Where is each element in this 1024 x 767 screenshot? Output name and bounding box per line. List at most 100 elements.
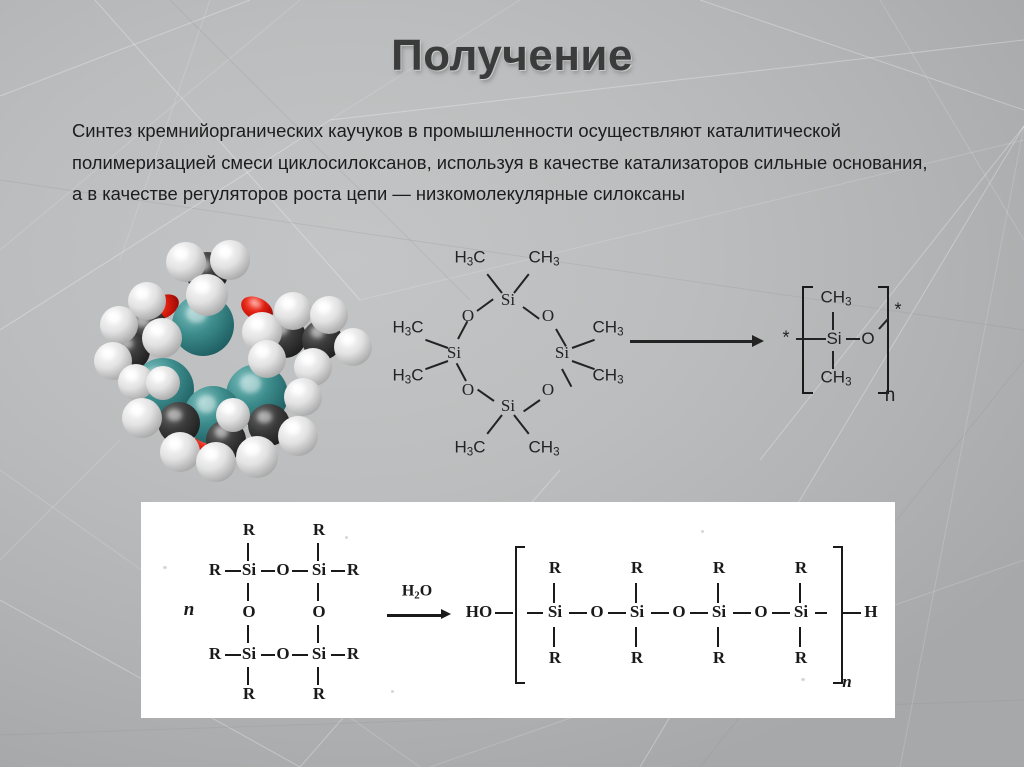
- ring-atom-o-top-left: O: [461, 306, 475, 325]
- polymer-methyl-bottom: CH3: [820, 367, 852, 389]
- ring-substituent-r: R: [312, 684, 326, 703]
- substituent-bond: [717, 583, 719, 603]
- backbone-bond: [690, 612, 708, 614]
- ring-atom-si: Si: [241, 560, 257, 579]
- hydrogen-sphere: [216, 398, 250, 432]
- backbone-bond: [733, 612, 751, 614]
- methyl-label-left-lower: H3C: [392, 365, 424, 387]
- substituent-bond: [635, 583, 637, 603]
- methyl-bond: [486, 273, 503, 294]
- methyl-label-top-right: CH3: [528, 247, 560, 269]
- body-paragraph: Синтез кремнийорганических каучуков в пр…: [72, 120, 928, 204]
- ring-substituent-r: R: [346, 644, 360, 663]
- methyl-label-right-upper: CH3: [592, 317, 624, 339]
- ring-bond: [247, 543, 249, 561]
- product-atom-si: Si: [629, 602, 645, 621]
- methyl-bond: [513, 414, 530, 435]
- methyl-bond: [571, 338, 595, 349]
- scan-speckle: [163, 566, 167, 569]
- product-substituent-r: R: [712, 648, 726, 667]
- hydrogen-sphere: [160, 432, 200, 472]
- ring-bridge-o: O: [242, 602, 256, 621]
- ring-bond: [331, 654, 345, 656]
- hydrogen-sphere: [236, 436, 278, 478]
- hydrogen-sphere: [334, 328, 372, 366]
- ring-bond: [247, 625, 249, 643]
- ring-bond: [261, 570, 275, 572]
- product-substituent-r: R: [548, 558, 562, 577]
- ring-atom-o-bottom-left: O: [461, 380, 475, 399]
- ring-atom-si: Si: [311, 644, 327, 663]
- ring-bond: [317, 625, 319, 643]
- scan-speckle: [391, 690, 394, 693]
- hydrogen-sphere: [310, 296, 348, 334]
- substituent-bond: [553, 583, 555, 603]
- substituent-bond: [553, 627, 555, 647]
- methyl-label-bottom-left: H3C: [454, 437, 486, 459]
- polymer-subscript-n: n: [884, 385, 896, 406]
- product-atom-si: Si: [793, 602, 809, 621]
- hydrogen-sphere: [196, 442, 236, 482]
- methyl-bond: [486, 414, 503, 435]
- molecule-3d-model: [88, 236, 378, 492]
- ring-bond: [292, 570, 308, 572]
- ring-substituent-r: R: [312, 520, 326, 539]
- ring-atom-si-top: Si: [500, 290, 516, 309]
- backbone-bond: [651, 612, 669, 614]
- ring-atom-o: O: [276, 644, 290, 663]
- reaction-arrow: [630, 334, 770, 348]
- ring-atom-si: Si: [241, 644, 257, 663]
- product-atom-o: O: [754, 602, 768, 621]
- methyl-bond-top: [832, 312, 834, 330]
- ring-bond: [317, 583, 319, 601]
- ring-bond: [522, 306, 540, 320]
- terminus-bond: [495, 612, 513, 614]
- methyl-bond-bottom: [832, 351, 834, 369]
- product-terminus-ho: HO: [465, 602, 493, 621]
- hydrogen-sphere: [142, 318, 182, 358]
- product-atom-o: O: [590, 602, 604, 621]
- ring-bond: [477, 388, 495, 402]
- substituent-bond: [635, 627, 637, 647]
- arrow-head-icon: [441, 609, 451, 619]
- bracket-right: [833, 546, 843, 684]
- arrow-head-icon: [752, 335, 764, 347]
- product-atom-o: O: [672, 602, 686, 621]
- arrow-shaft: [630, 340, 756, 343]
- product-atom-si: Si: [547, 602, 563, 621]
- arrow-shaft: [387, 614, 445, 617]
- substituent-bond: [799, 583, 801, 603]
- ring-bond: [523, 399, 541, 413]
- polymer-structure: * Si O CH3 CH3 * n: [776, 276, 912, 406]
- ring-substituent-r: R: [208, 560, 222, 579]
- ring-substituent-r: R: [242, 684, 256, 703]
- methyl-bond: [425, 338, 449, 349]
- ring-bond: [225, 570, 241, 572]
- polymer-star-left: *: [782, 327, 790, 348]
- ring-bond: [317, 543, 319, 561]
- ring-bond: [331, 570, 345, 572]
- product-atom-si: Si: [711, 602, 727, 621]
- product-substituent-r: R: [548, 648, 562, 667]
- ring-bridge-o: O: [312, 602, 326, 621]
- ring-atom-si-bottom: Si: [500, 396, 516, 415]
- stoichiometric-coefficient: n: [183, 599, 195, 620]
- substituent-bond: [799, 627, 801, 647]
- scan-speckle: [801, 678, 805, 681]
- ring-bond: [292, 654, 308, 656]
- methyl-label-left-upper: H3C: [392, 317, 424, 339]
- polymer-methyl-top: CH3: [820, 287, 852, 309]
- hydrogen-sphere: [284, 378, 322, 416]
- ring-atom-si-left: Si: [446, 343, 462, 362]
- product-substituent-r: R: [794, 648, 808, 667]
- methyl-bond: [425, 360, 449, 371]
- ring-atom-o-bottom-right: O: [541, 380, 555, 399]
- methyl-label-right-lower: CH3: [592, 365, 624, 387]
- backbone-bond: [527, 612, 543, 614]
- scan-speckle: [701, 530, 704, 533]
- page-title: Получение: [391, 31, 633, 80]
- product-subscript-n: n: [842, 672, 852, 691]
- ring-bond: [247, 583, 249, 601]
- backbone-bond: [815, 612, 827, 614]
